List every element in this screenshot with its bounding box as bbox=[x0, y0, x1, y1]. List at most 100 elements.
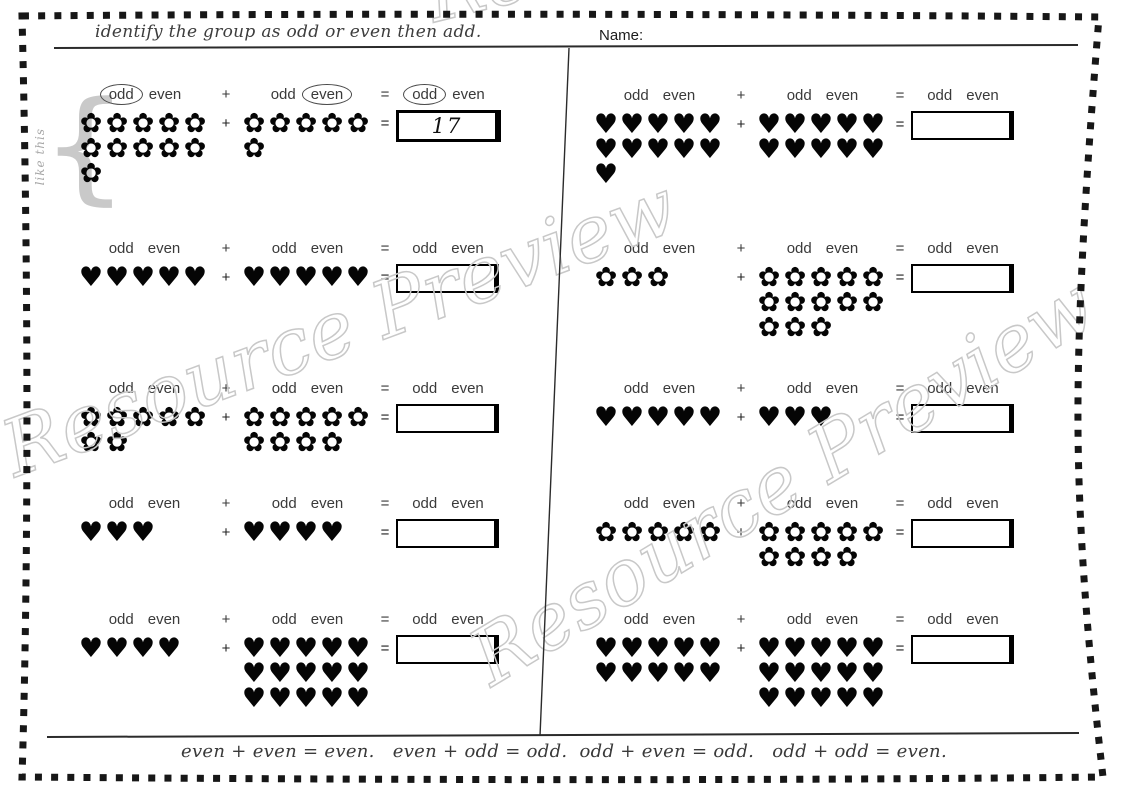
equals-sign: = bbox=[895, 239, 905, 257]
heart-icon: ♥ bbox=[319, 517, 345, 548]
plus-sign: + bbox=[736, 116, 746, 133]
even-label: even bbox=[966, 239, 999, 257]
answer-box-L2[interactable] bbox=[396, 264, 499, 293]
odd-label: odd bbox=[786, 86, 812, 104]
heart-icon: ♥ bbox=[645, 134, 671, 165]
equals-sign: = bbox=[380, 610, 390, 628]
odd-label: odd bbox=[927, 494, 953, 512]
answer-box-R3[interactable] bbox=[911, 404, 1014, 433]
answer-box-L4[interactable] bbox=[396, 519, 499, 548]
heart-icon: ♥ bbox=[697, 658, 723, 689]
answer-box-R4[interactable] bbox=[911, 519, 1014, 548]
heart-icon: ♥ bbox=[860, 683, 886, 714]
icon-row: ♥ bbox=[593, 159, 726, 190]
heart-icon: ♥ bbox=[130, 633, 156, 664]
flower-icon: ✿ bbox=[757, 542, 781, 573]
plus-sign: + bbox=[736, 379, 746, 397]
flower-icon: ✿ bbox=[672, 517, 696, 548]
answer-box-R5[interactable] bbox=[911, 635, 1014, 664]
icon-row: ✿ bbox=[241, 135, 374, 162]
odd-label: odd bbox=[108, 610, 134, 628]
answer-box-R2[interactable] bbox=[911, 264, 1014, 293]
group2-icons: ♥♥♥♥♥♥♥♥♥♥♥♥♥♥♥ bbox=[241, 635, 374, 714]
odd-label: odd bbox=[108, 239, 134, 257]
heart-icon: ♥ bbox=[645, 658, 671, 689]
answer-box-L5[interactable] bbox=[396, 635, 499, 664]
heart-icon: ♥ bbox=[267, 262, 293, 293]
odd-label: odd bbox=[412, 239, 438, 257]
odd-label: odd bbox=[271, 379, 297, 397]
equals-sign: = bbox=[895, 379, 905, 397]
plus-sign: + bbox=[736, 524, 746, 541]
plus-sign: + bbox=[221, 524, 231, 541]
group2-icons: ✿✿✿✿✿✿✿✿✿✿✿✿✿ bbox=[756, 264, 889, 343]
name-label: Name: bbox=[599, 27, 644, 44]
heart-icon: ♥ bbox=[834, 134, 860, 165]
heart-icon: ♥ bbox=[156, 262, 182, 293]
flower-icon: ✿ bbox=[183, 133, 207, 164]
group2-icons: ♥♥♥ bbox=[756, 402, 889, 433]
even-label: even bbox=[825, 610, 859, 628]
flower-icon: ✿ bbox=[242, 427, 266, 458]
icon-row: ♥♥♥♥♥ bbox=[241, 683, 374, 714]
even-label: even bbox=[825, 239, 859, 257]
column-divider bbox=[539, 47, 570, 737]
even-label: even bbox=[310, 379, 344, 397]
equals-sign: = bbox=[380, 524, 390, 541]
even-label: even bbox=[966, 86, 999, 104]
group2-icons: ♥♥♥♥♥♥♥♥♥♥♥♥♥♥♥ bbox=[756, 635, 889, 714]
answer-box-L1[interactable]: 17 bbox=[396, 110, 501, 142]
odd-label: odd bbox=[271, 494, 297, 512]
group1-icons: ✿✿✿✿✿✿✿✿✿✿✿ bbox=[78, 110, 211, 187]
equals-sign: = bbox=[380, 239, 390, 257]
plus-sign: + bbox=[221, 85, 231, 103]
plus-sign: + bbox=[221, 409, 231, 426]
heart-icon: ♥ bbox=[267, 683, 293, 714]
answer-box-L3[interactable] bbox=[396, 404, 499, 433]
odd-label: odd bbox=[412, 379, 438, 397]
flower-icon: ✿ bbox=[594, 517, 618, 548]
plus-sign: + bbox=[221, 239, 231, 257]
flower-icon: ✿ bbox=[783, 542, 807, 573]
flower-icon: ✿ bbox=[835, 542, 859, 573]
flower-icon: ✿ bbox=[646, 262, 670, 293]
flower-icon: ✿ bbox=[757, 312, 781, 343]
equals-sign: = bbox=[380, 494, 390, 512]
odd-label: odd bbox=[786, 494, 812, 512]
flower-icon: ✿ bbox=[157, 402, 181, 433]
odd-label: odd bbox=[412, 610, 438, 628]
problem-body: ✿✿✿✿✿✿✿✿✿✿✿+✿✿✿✿✿✿=17 bbox=[78, 110, 508, 187]
group1-icons: ✿✿✿✿✿ bbox=[593, 517, 726, 548]
answer-box-R1[interactable] bbox=[911, 111, 1014, 140]
heart-icon: ♥ bbox=[756, 402, 782, 433]
even-label: even bbox=[147, 239, 181, 257]
heart-icon: ♥ bbox=[593, 159, 619, 190]
flower-icon: ✿ bbox=[861, 287, 885, 318]
even-label: even bbox=[310, 494, 344, 512]
icon-row: ✿✿✿✿ bbox=[241, 427, 374, 458]
top-rule bbox=[53, 44, 1079, 49]
flower-icon: ✿ bbox=[131, 402, 155, 433]
heart-icon: ♥ bbox=[860, 134, 886, 165]
plus-sign: + bbox=[736, 640, 746, 657]
flower-icon: ✿ bbox=[105, 427, 129, 458]
equals-sign: = bbox=[895, 409, 905, 426]
bottom-rule bbox=[46, 732, 1080, 738]
heart-icon: ♥ bbox=[104, 517, 130, 548]
odd-label-circled: odd bbox=[403, 83, 447, 105]
heart-icon: ♥ bbox=[619, 402, 645, 433]
